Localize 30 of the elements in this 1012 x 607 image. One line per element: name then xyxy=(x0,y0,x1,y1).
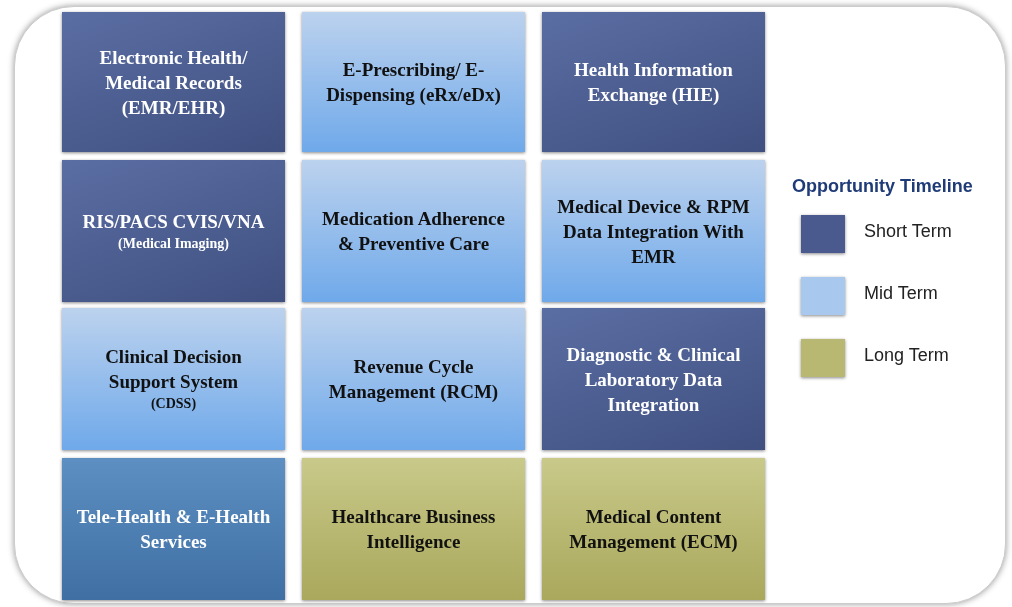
tile-title: Medication Adherence & Preventive Care xyxy=(321,207,506,256)
tile-title: Diagnostic & Clinical Laboratory Data Integration xyxy=(565,342,742,417)
category-tile xyxy=(62,160,285,302)
tile-title: Tele-Health & E-Health Services xyxy=(75,505,272,554)
tile-title: E-Prescribing/ E-Dispensing (eRx/eDx) xyxy=(325,58,502,107)
tile-title: Medical Content Management (ECM) xyxy=(568,505,739,554)
legend-title: Opportunity Timeline xyxy=(792,176,973,197)
category-tile xyxy=(302,12,525,152)
category-tile xyxy=(542,458,765,600)
tile-title: RIS/PACS CVIS/VNA xyxy=(82,209,265,234)
category-tile xyxy=(62,308,285,450)
legend-label: Mid Term xyxy=(864,283,938,304)
tile-subtitle: (CDSS) xyxy=(150,395,197,413)
tile-title: Healthcare Business Intelligence xyxy=(330,505,497,554)
tile-title: Medical Device & RPM Data Integration With EMR xyxy=(556,194,751,269)
tile-title: Electronic Health/ Medical Records (EMR/EHR) xyxy=(98,45,249,120)
tile-title: Revenue Cycle Management (RCM) xyxy=(327,355,500,404)
category-tile xyxy=(542,12,765,152)
tile-subtitle: (Medical Imaging) xyxy=(118,234,229,253)
tile-title: Clinical Decision Support System xyxy=(104,345,243,394)
category-tile xyxy=(542,308,765,450)
category-tile xyxy=(302,458,525,600)
legend-label: Short Term xyxy=(864,221,952,242)
category-tile xyxy=(542,160,765,302)
category-tile xyxy=(302,160,525,302)
category-tile xyxy=(62,12,285,152)
category-tile xyxy=(302,308,525,450)
legend-label: Long Term xyxy=(864,345,949,366)
tile-title: Health Information Exchange (HIE) xyxy=(573,58,734,107)
category-tile xyxy=(62,458,285,600)
